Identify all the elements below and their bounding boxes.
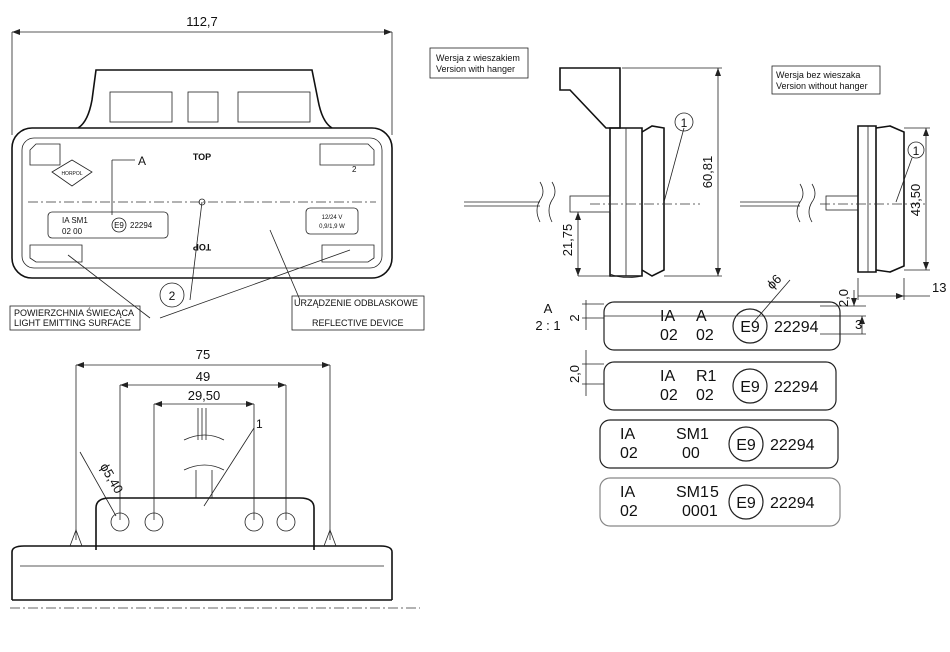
dim-width-112-7: 112,7 [186, 14, 218, 29]
emark-circle [732, 308, 768, 344]
plate-number: 22294 [770, 495, 815, 512]
approval-plate [599, 477, 841, 527]
plate-text-b: SM1 [676, 484, 709, 501]
plate-number: 22294 [774, 379, 819, 396]
approval-plate [603, 361, 837, 411]
plate-emark: E9 [740, 379, 760, 396]
plate-text-b: A [696, 308, 707, 325]
dim-29-50: 29,50 [188, 388, 221, 403]
front-balloon-2: 2 [169, 289, 176, 303]
hanger-title-en: Version with hanger [436, 64, 515, 74]
hanger-title-pl: Wersja z wieszakiem [436, 53, 520, 63]
plate-text-e: 00 [682, 445, 700, 462]
plate-text-d: 02 [660, 327, 678, 344]
side-view-hanger: Wersja z wieszakiem Version with hanger … [429, 47, 722, 278]
plate-text-a: IA [660, 308, 675, 325]
plate-text-d: 02 [620, 445, 638, 462]
detail-scale: 2 : 1 [535, 318, 560, 333]
plate-number: 22294 [774, 319, 819, 336]
plate-text-e: 02 [696, 387, 714, 404]
dim-49: 49 [196, 369, 210, 384]
dim-13: 13 [932, 280, 946, 295]
no-hanger-balloon-1: 1 [913, 144, 920, 158]
plate-text-c: 5 [710, 484, 719, 501]
plate-text-f: 01 [700, 503, 718, 520]
dim-43-50: 43,50 [908, 184, 923, 217]
plate-number: 22294 [770, 437, 815, 454]
dim-3: 3 [855, 317, 862, 332]
approval-emark: E9 [114, 221, 124, 230]
plate-text-b: R1 [696, 368, 717, 385]
plate-emark: E9 [736, 495, 756, 512]
approval-line1: IA SM1 [62, 216, 88, 225]
detail-label: A [544, 301, 553, 316]
approval-plate [599, 419, 839, 469]
dim-2-0-top: 2,0 [836, 289, 851, 307]
plate-text-a: IA [660, 368, 675, 385]
top-label: TOP [193, 152, 211, 162]
emark-circle [728, 426, 764, 462]
bottom-view: 75 49 29,50 [10, 347, 420, 609]
hanger-balloon-1: 1 [681, 116, 688, 130]
horpol-logo: HORPOL [51, 159, 93, 187]
svg-text:HORPOL: HORPOL [61, 171, 82, 177]
side-view-no-hanger: Wersja bez wieszaka Version without hang… [740, 65, 946, 300]
approval-plate [603, 301, 841, 351]
plate-text-a: IA [620, 484, 635, 501]
dim-2: 2 [567, 314, 582, 321]
bottom-balloon-1: 1 [256, 417, 263, 431]
detail-marker-a: A [138, 154, 146, 168]
plate-emark: E9 [740, 319, 760, 336]
top-label-inverted: TOP [193, 242, 211, 252]
dim-phi-6: ϕ6 [764, 271, 785, 292]
plate-text-d: 02 [620, 503, 638, 520]
voltage-line1: 12/24 V [322, 215, 343, 221]
approval-number: 22294 [130, 221, 153, 230]
plate-text-a: IA [620, 426, 635, 443]
plate-emark: E9 [736, 437, 756, 454]
no-hanger-title-pl: Wersja bez wieszaka [776, 70, 860, 80]
dim-75: 75 [196, 347, 210, 362]
dim-21-75: 21,75 [560, 224, 575, 257]
callout-reflective-pl: URZĄDZENIE ODBLASKOWE [294, 298, 418, 308]
callout-light-emitting-en: LIGHT EMITTING SURFACE [14, 318, 131, 328]
callout-reflective-en: REFLECTIVE DEVICE [312, 318, 404, 328]
emark-circle [732, 368, 768, 404]
front-view: 112,7 TOP TOP 2 HORPOL A IA SM1 02 [9, 14, 425, 331]
plate-text-e: 02 [696, 327, 714, 344]
plate-text-d: 02 [660, 387, 678, 404]
emark-circle [728, 484, 764, 520]
plate-text-e: 00 [682, 503, 700, 520]
dim-2-0-left: 2,0 [567, 365, 582, 383]
dim-60-81: 60,81 [700, 156, 715, 189]
no-hanger-title-en: Version without hanger [776, 81, 868, 91]
plate-text-b: SM1 [676, 426, 709, 443]
voltage-line2: 0,9/1,9 W [319, 224, 345, 230]
corner-number: 2 [352, 165, 357, 174]
callout-light-emitting-pl: POWIERZCHNIA ŚWIECĄCA [14, 307, 134, 318]
approval-line2: 02 00 [62, 227, 83, 236]
